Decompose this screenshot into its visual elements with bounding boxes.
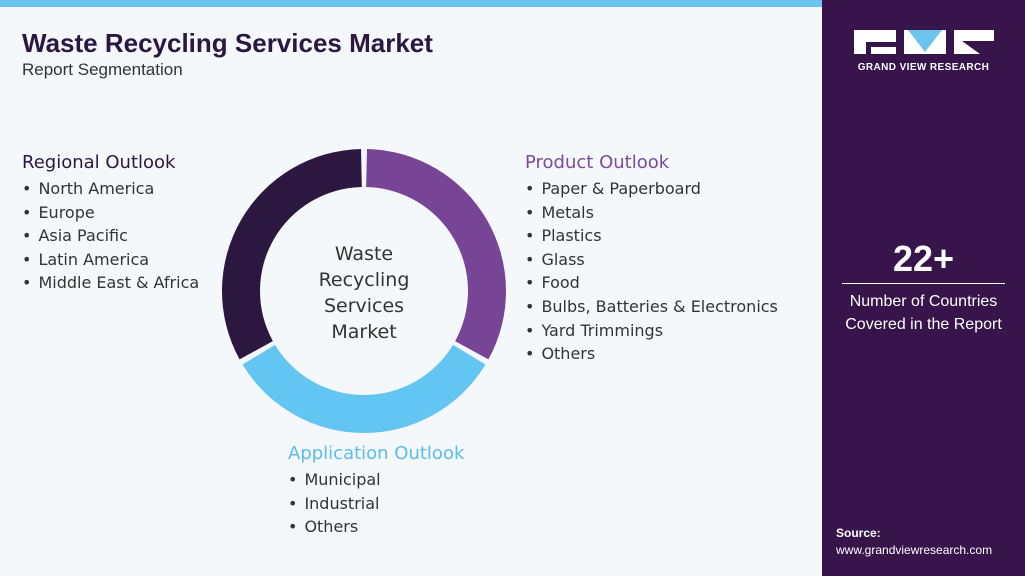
list-item: Middle East & Africa <box>22 271 199 295</box>
page-subtitle: Report Segmentation <box>22 60 183 79</box>
page-title: Waste Recycling Services Market <box>22 28 433 58</box>
segment-heading-product: Product Outlook <box>525 152 670 173</box>
donut-arc-product <box>366 149 506 360</box>
list-item: Plastics <box>525 224 778 248</box>
segment-list-product: Paper & Paperboard Metals Plastics Glass… <box>525 177 778 366</box>
gvr-logo-icon <box>854 30 994 54</box>
list-item: Glass <box>525 248 778 272</box>
list-item: Bulbs, Batteries & Electronics <box>525 295 777 319</box>
list-item: Others <box>525 342 778 366</box>
list-item: Metals <box>525 201 778 225</box>
stat-value: 22+ <box>892 238 955 279</box>
donut-arc-regional <box>222 149 362 360</box>
list-item: Municipal <box>288 468 464 492</box>
segment-regional: Regional Outlook North America Europe As… <box>22 152 199 295</box>
segment-list-regional: North America Europe Asia Pacific Latin … <box>22 177 199 295</box>
segment-list-application: Municipal Industrial Others <box>288 468 464 539</box>
list-item: North America <box>22 177 199 201</box>
list-item: Yard Trimmings <box>525 319 778 343</box>
list-item: Europe <box>22 201 199 225</box>
segment-application: Application Outlook Municipal Industrial… <box>288 443 464 539</box>
source-url: www.grandviewresearch.com <box>836 543 993 557</box>
segmentation-donut <box>222 149 506 433</box>
list-item: Others <box>288 515 464 539</box>
list-item: Latin America <box>22 248 199 272</box>
segment-heading-regional: Regional Outlook <box>22 152 176 173</box>
stat-divider <box>842 283 1005 284</box>
donut-arcs <box>222 149 506 433</box>
list-item: Asia Pacific <box>22 224 199 248</box>
segment-product: Product Outlook Paper & Paperboard Metal… <box>525 152 778 366</box>
list-item: Industrial <box>288 492 464 516</box>
brand-name: GRAND VIEW RESEARCH <box>857 62 990 73</box>
donut-center-label: Waste Recycling Services Market <box>318 243 410 343</box>
segment-heading-application: Application Outlook <box>288 443 465 464</box>
list-item: Food <box>525 271 778 295</box>
top-accent-bar <box>0 0 822 7</box>
stat-label: Number of Countries Covered in the Repor… <box>845 293 1002 333</box>
list-item: Paper & Paperboard <box>525 177 778 201</box>
sidebar: GRAND VIEW RESEARCH 22+ Number of Countr… <box>822 0 1025 576</box>
donut-arc-application <box>242 344 486 433</box>
source-label: Source: <box>836 526 881 540</box>
